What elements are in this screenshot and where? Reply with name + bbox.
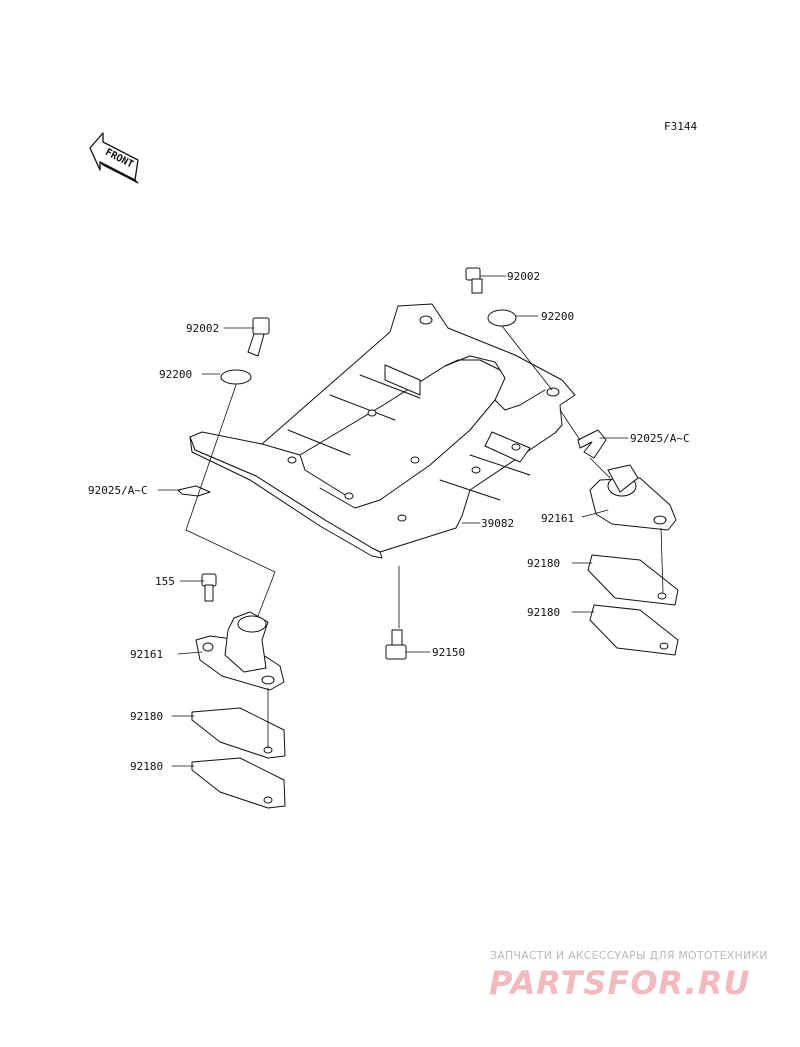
label-92161-right: 92161 bbox=[541, 512, 574, 525]
clip-icon-left bbox=[177, 485, 211, 497]
label-155: 155 bbox=[155, 575, 175, 588]
label-92002-right: 92002 bbox=[507, 270, 540, 283]
label-92025-left: 92025/A~C bbox=[88, 484, 148, 497]
figure-code: F3144 bbox=[664, 120, 697, 133]
engine-mount-icon-right bbox=[589, 464, 677, 531]
gasket-plate-icon-right-1 bbox=[587, 554, 679, 606]
engine-mount-icon-left bbox=[195, 611, 285, 691]
clip-icon-right bbox=[577, 429, 607, 459]
label-92200-right: 92200 bbox=[541, 310, 574, 323]
bolt-icon-left bbox=[201, 573, 217, 602]
label-92180-left-1: 92180 bbox=[130, 710, 163, 723]
watermark-brand: PARTSFOR.RU bbox=[489, 964, 751, 1002]
front-arrow-icon: FRONT bbox=[89, 132, 139, 184]
bolt-icon-top-left bbox=[247, 317, 270, 357]
bolt-icon-center bbox=[385, 629, 407, 660]
label-92002-left: 92002 bbox=[186, 322, 219, 335]
label-92180-right-2: 92180 bbox=[527, 606, 560, 619]
washer-icon-top-left bbox=[220, 369, 252, 385]
label-92025-right: 92025/A~C bbox=[630, 432, 690, 445]
gasket-plate-icon-left-1 bbox=[191, 707, 286, 759]
label-92180-left-2: 92180 bbox=[130, 760, 163, 773]
label-39082: 39082 bbox=[481, 517, 514, 530]
washer-icon-top-right bbox=[487, 309, 517, 327]
bolt-icon-top-right bbox=[465, 267, 483, 294]
label-92200-left: 92200 bbox=[159, 368, 192, 381]
skid-plate bbox=[189, 303, 576, 559]
gasket-plate-icon-left-2 bbox=[191, 757, 286, 809]
watermark-tagline: ЗАПЧАСТИ И АКСЕССУАРЫ ДЛЯ МОТОТЕХНИКИ bbox=[490, 949, 768, 962]
gasket-plate-icon-right-2 bbox=[589, 604, 679, 656]
label-92161-left: 92161 bbox=[130, 648, 163, 661]
label-92150: 92150 bbox=[432, 646, 465, 659]
label-92180-right-1: 92180 bbox=[527, 557, 560, 570]
